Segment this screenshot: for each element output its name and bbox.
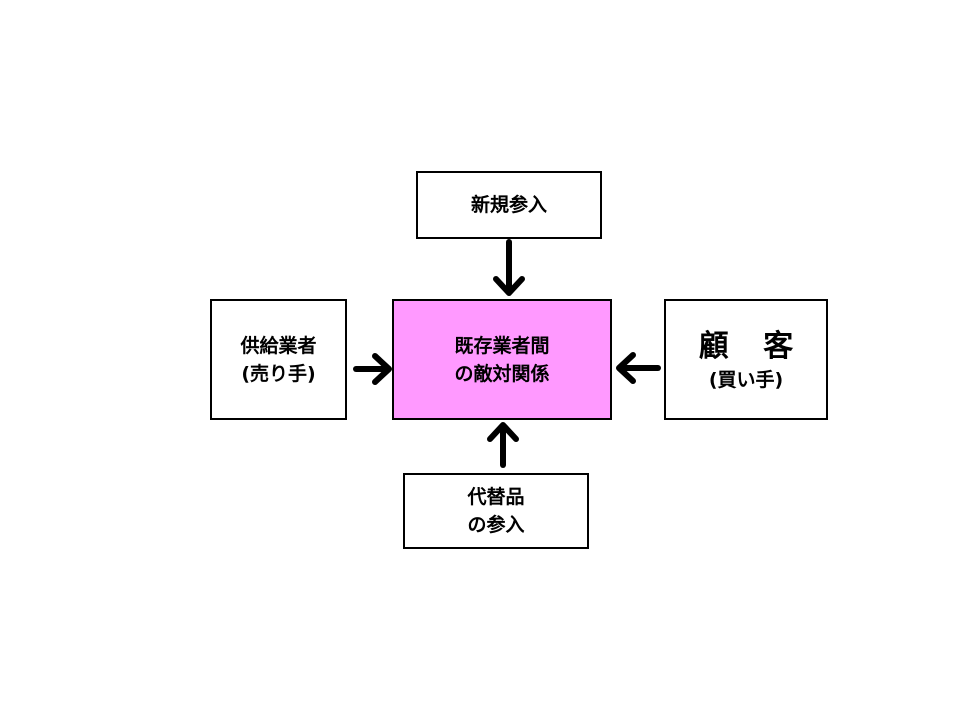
suppliers-box: 供給業者 (売り手) [210,299,347,420]
customers-box: 顧 客 (買い手) [664,299,828,420]
arrow-new-entrants-to-rivalry [493,239,525,296]
new-entrants-box: 新規参入 [416,171,602,239]
arrow-substitutes-to-rivalry [487,422,519,468]
arrow-suppliers-to-rivalry [353,353,392,385]
customers-label-line-2: (買い手) [708,368,784,391]
suppliers-label-line-2: (売り手) [241,362,316,385]
substitutes-label-line-2: の参入 [467,514,525,536]
rivalry-label-line-2: の敵対関係 [454,362,550,385]
rivalry-box: 既存業者間 の敵対関係 [392,299,612,420]
suppliers-label-line-1: 供給業者 [240,334,317,357]
rivalry-label-line-1: 既存業者間 [454,334,550,357]
substitutes-box: 代替品 の参入 [403,473,589,549]
substitutes-label-line-1: 代替品 [467,486,525,508]
customers-label-line-1: 顧 客 [698,328,806,364]
new-entrants-label: 新規参入 [470,194,547,216]
arrow-customers-to-rivalry [616,352,661,384]
